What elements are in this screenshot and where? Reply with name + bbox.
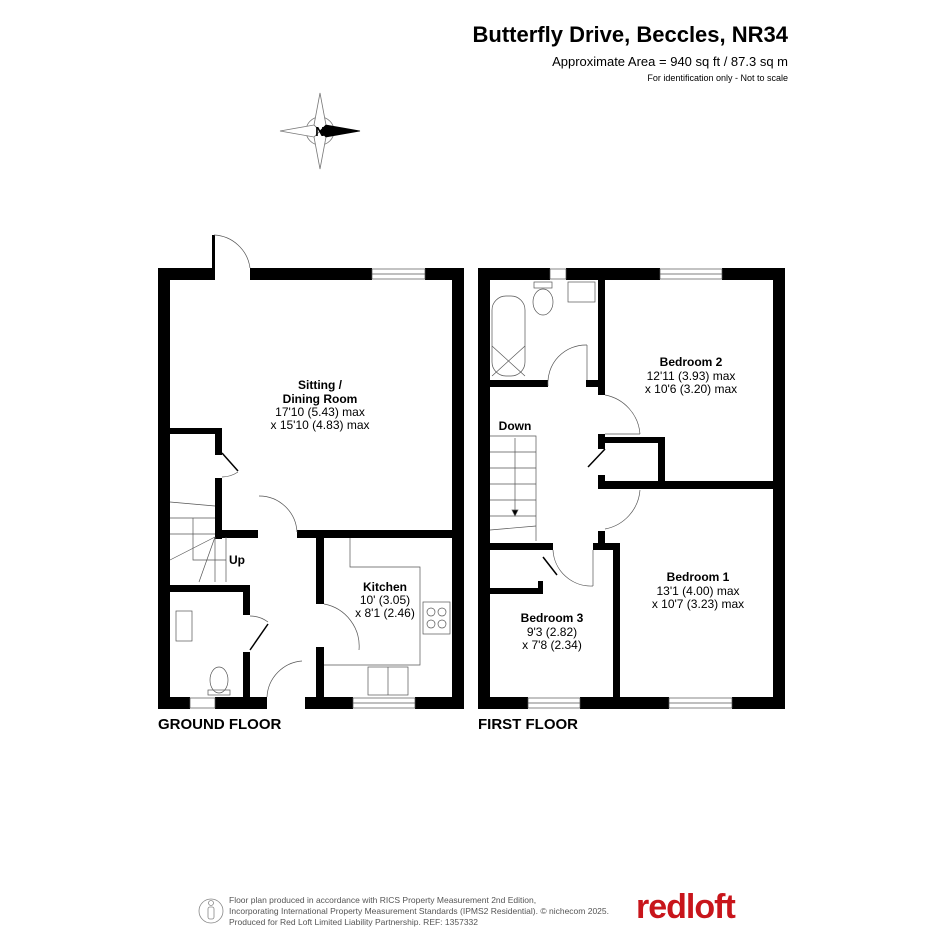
- footer-line-1: Floor plan produced in accordance with R…: [229, 895, 537, 905]
- room-dim-bedroom-2-2: x 10'6 (3.20) max: [645, 382, 737, 396]
- room-dim-bedroom-2-1: 12'11 (3.93) max: [647, 369, 736, 383]
- disclaimer: For identification only - Not to scale: [647, 73, 788, 83]
- room-name-bedroom-3: Bedroom 3: [521, 611, 584, 625]
- room-dim-bedroom-1-2: x 10'7 (3.23) max: [652, 597, 744, 611]
- compass-north-label: N: [315, 124, 324, 139]
- stairs-down-label: Down: [499, 419, 532, 433]
- property-title: Butterfly Drive, Beccles, NR34: [472, 22, 788, 47]
- room-name-sitting-2: Dining Room: [283, 392, 358, 406]
- footer-line-2: Incorporating International Property Mea…: [229, 906, 609, 916]
- room-dim-sitting-2: x 15'10 (4.83) max: [270, 418, 369, 432]
- room-dim-bedroom-3-1: 9'3 (2.82): [527, 625, 577, 639]
- room-dim-bedroom-1-1: 13'1 (4.00) max: [657, 584, 740, 598]
- redloft-logo: redloft: [636, 888, 736, 926]
- footer-line-3: Produced for Red Loft Limited Liability …: [229, 917, 478, 927]
- stairs-up-label: Up: [229, 553, 245, 567]
- person-icon: [198, 898, 224, 924]
- footer-text: Floor plan produced in accordance with R…: [229, 895, 609, 928]
- room-dim-kitchen-2: x 8'1 (2.46): [355, 606, 415, 620]
- room-dim-kitchen-1: 10' (3.05): [360, 593, 410, 607]
- room-name-bedroom-2: Bedroom 2: [660, 355, 723, 369]
- first-floor-walls: [478, 268, 785, 709]
- room-dim-sitting-1: 17'10 (5.43) max: [275, 405, 365, 419]
- room-name-kitchen: Kitchen: [363, 580, 407, 594]
- approximate-area: Approximate Area = 940 sq ft / 87.3 sq m: [552, 54, 788, 69]
- room-name-sitting-1: Sitting /: [298, 378, 343, 392]
- ground-floor-walls: [158, 235, 464, 709]
- ground-floor-label: GROUND FLOOR: [158, 716, 282, 733]
- first-floor-label: FIRST FLOOR: [478, 716, 578, 733]
- room-name-bedroom-1: Bedroom 1: [667, 570, 730, 584]
- compass-icon: N: [279, 92, 361, 170]
- ground-floor-fixtures: [169, 234, 451, 709]
- first-floor-fixtures: [489, 268, 733, 709]
- room-dim-bedroom-3-2: x 7'8 (2.34): [522, 638, 582, 652]
